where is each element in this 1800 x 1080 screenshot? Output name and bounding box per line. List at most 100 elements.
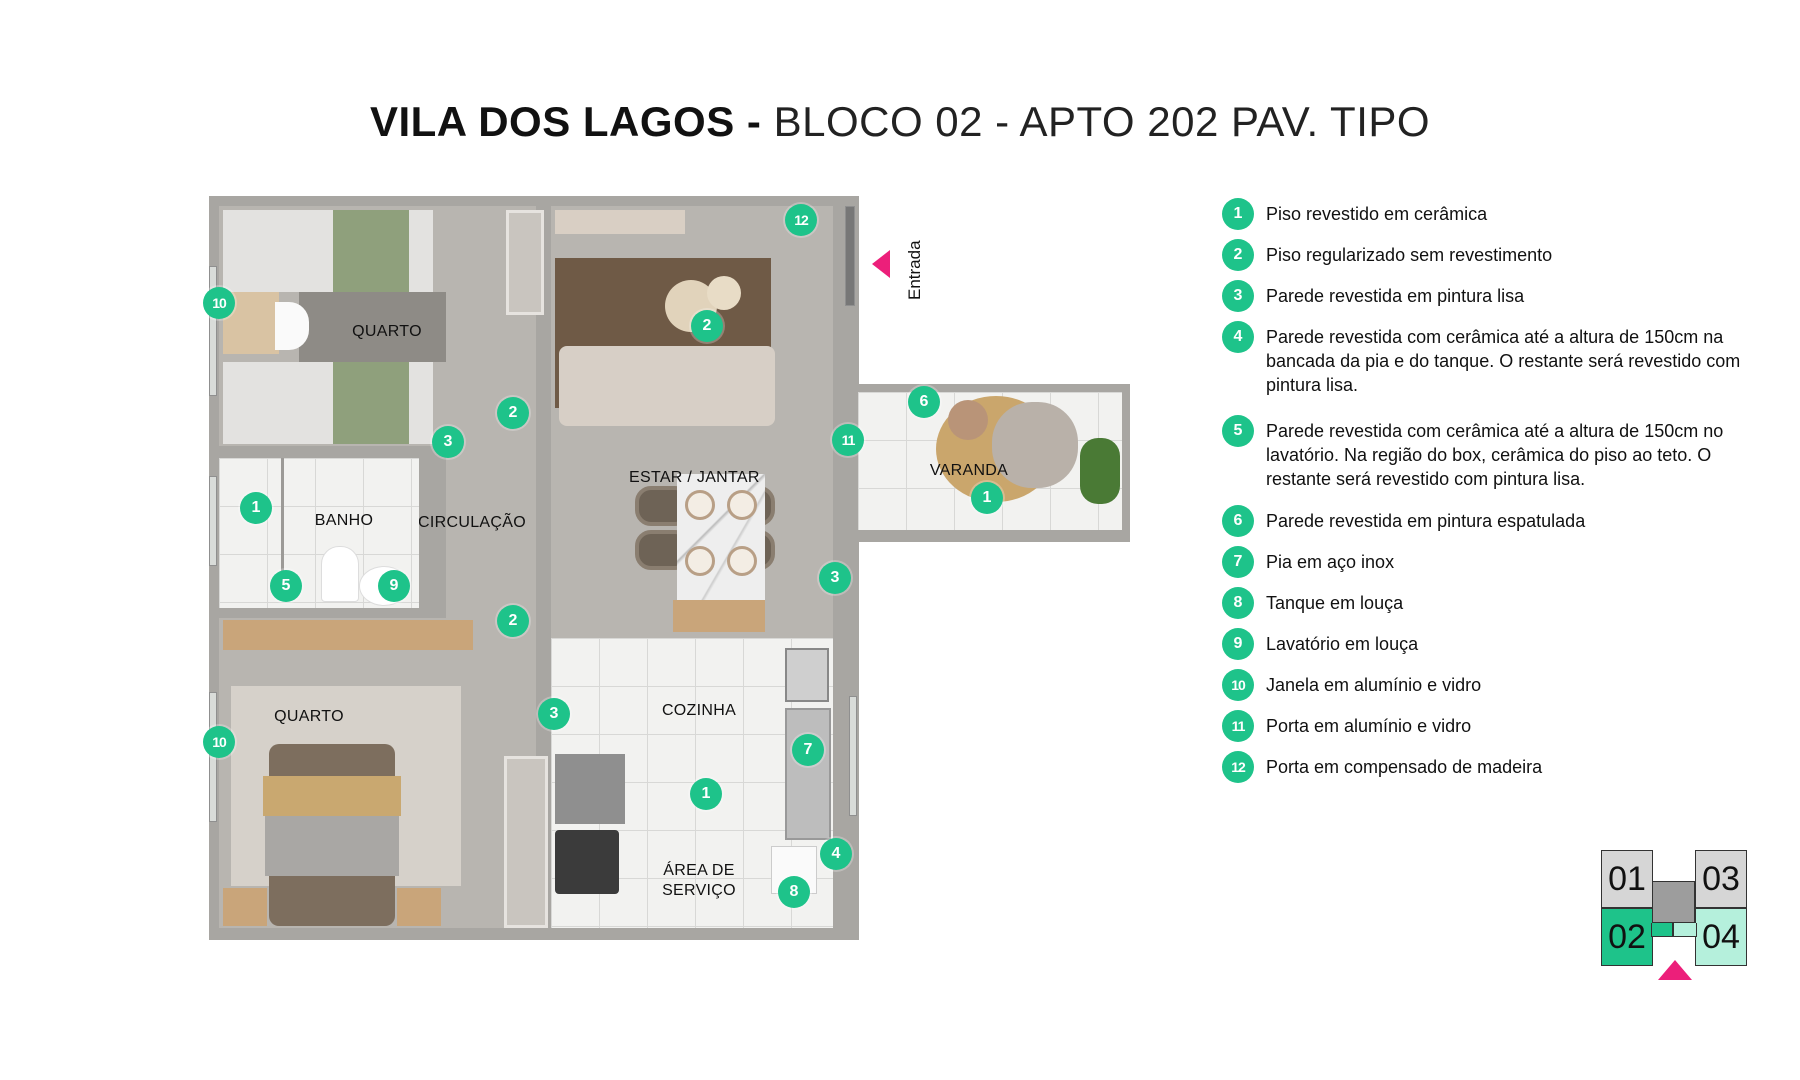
marker-3-estar-wall: 3 [819,562,851,594]
legend-number-badge: 5 [1222,415,1254,447]
marker-3-quarto-door: 3 [432,426,464,458]
plants [1080,438,1120,504]
legend-text: Pia em aço inox [1266,552,1395,572]
legend-number-badge: 7 [1222,546,1254,578]
legend-number-badge: 4 [1222,321,1254,353]
legend-item-2: 2 Piso regularizado sem revestimento [1222,239,1762,271]
unit-03: 03 [1695,850,1747,908]
chair [275,302,309,350]
legend-item-6: 6 Parede revestida em pintura espatulada [1222,505,1762,537]
project-name: VILA DOS LAGOS - [369,98,762,145]
bed-blanket-top [333,210,409,292]
legend-number-badge: 2 [1222,239,1254,271]
room-label-quarto-top: QUARTO [352,323,422,340]
marker-1-cozinha: 1 [690,778,722,810]
legend-item-1: 1 Piso revestido em cerâmica [1222,198,1762,230]
plate [685,546,715,576]
marker-12-entrance-door: 12 [785,204,817,236]
room-label-banho: BANHO [314,512,374,529]
room-label-circulacao: CIRCULAÇÃO [418,514,526,531]
side-table-varanda [948,400,988,440]
toilet [321,546,359,602]
bed-throw [263,776,401,816]
marker-4-area-servico: 4 [820,838,852,870]
room-varanda: VARANDA [852,384,1130,542]
legend-item-8: 8 Tanque em louça [1222,587,1762,619]
entrance-arrow-icon [872,250,890,278]
unit-description: BLOCO 02 - APTO 202 PAV. TIPO [773,98,1431,145]
window-banho [209,476,217,566]
unit-02-selected: 02 [1601,908,1653,966]
marker-10-quarto-bottom: 10 [203,726,235,758]
marker-7-cozinha: 7 [792,734,824,766]
legend-text: Porta em alumínio e vidro [1266,716,1472,736]
window-cozinha [849,696,857,816]
marker-2-circulacao-top: 2 [497,397,529,429]
legend-item-11: 11 Porta em alumínio e vidro [1222,710,1762,742]
plate [727,490,757,520]
unit-04: 04 [1695,908,1747,966]
room-label-estar-jantar: ESTAR / JANTAR [629,469,760,486]
nightstand-left [223,888,267,926]
unit-02-extension [1651,923,1673,937]
room-label-quarto-bottom: QUARTO [274,708,344,725]
legend-text: Parede revestida em pintura espatulada [1266,511,1586,531]
unit-04-extension [1673,923,1697,937]
sofa [559,346,775,426]
nightstand-right [397,888,441,926]
legend-item-3: 3 Parede revestida em pintura lisa [1222,280,1762,312]
legend-number-badge: 8 [1222,587,1254,619]
armchair [992,402,1078,488]
legend-item-5: 5 Parede revestida com cerâmica até a al… [1222,415,1762,491]
legend: 1 Piso revestido em cerâmica 2 Piso regu… [1222,198,1762,783]
floor-plan: QUARTO CIRCULAÇÃO BANHO QUARTO ESTAR / J… [209,196,859,940]
marker-6-varanda: 6 [908,386,940,418]
legend-item-9: 9 Lavatório em louça [1222,628,1762,660]
marker-9-banho: 9 [378,570,410,602]
plate [727,546,757,576]
marker-10-quarto-top: 10 [203,287,235,319]
room-label-cozinha: COZINHA [661,702,737,719]
window-quarto-top [209,266,217,396]
legend-text: Parede revestida em pintura lisa [1266,286,1525,306]
steel-sink [785,708,831,840]
marker-1-varanda: 1 [971,482,1003,514]
legend-item-10: 10 Janela em alumínio e vidro [1222,669,1762,701]
refrigerator [555,754,625,824]
room-banho [219,458,419,608]
entrance-label: Entrada [905,240,924,300]
legend-item-7: 7 Pia em aço inox [1222,546,1762,578]
unit-01: 01 [1601,850,1653,908]
marker-2-estar: 2 [691,310,723,342]
legend-item-12: 12 Porta em compensado de madeira [1222,751,1762,783]
side-table [707,276,741,310]
breakfast-counter [673,600,765,632]
shower-divider [281,458,284,598]
legend-number-badge: 9 [1222,628,1254,660]
washing-machine [555,830,619,894]
room-label-area-servico-2: SERVIÇO [662,882,736,899]
tv-panel [223,620,473,650]
marker-8-area-servico: 8 [778,876,810,908]
marker-11-varanda-door: 11 [832,424,864,456]
legend-item-4: 4 Parede revestida com cerâmica até a al… [1222,321,1762,397]
door-entrance [845,206,855,306]
legend-number-badge: 1 [1222,198,1254,230]
legend-number-badge: 10 [1222,669,1254,701]
block-core [1651,881,1695,923]
legend-number-badge: 11 [1222,710,1254,742]
stove [785,648,829,702]
legend-number-badge: 6 [1222,505,1254,537]
legend-text: Piso regularizado sem revestimento [1266,245,1553,265]
plate [685,490,715,520]
block-locator-map: 01 02 03 04 [1601,850,1747,980]
room-label-varanda: VARANDA [929,462,1009,479]
legend-text: Piso revestido em cerâmica [1266,204,1488,224]
room-label-area-servico-1: ÁREA DE [663,862,735,879]
legend-text: Porta em compensado de madeira [1266,757,1543,777]
legend-number-badge: 12 [1222,751,1254,783]
legend-text: Parede revestida com cerâmica até a altu… [1266,421,1724,489]
legend-text: Tanque em louça [1266,593,1404,613]
entrance-arrow-icon [1658,960,1692,980]
legend-text: Parede revestida com cerâmica até a altu… [1266,327,1741,395]
